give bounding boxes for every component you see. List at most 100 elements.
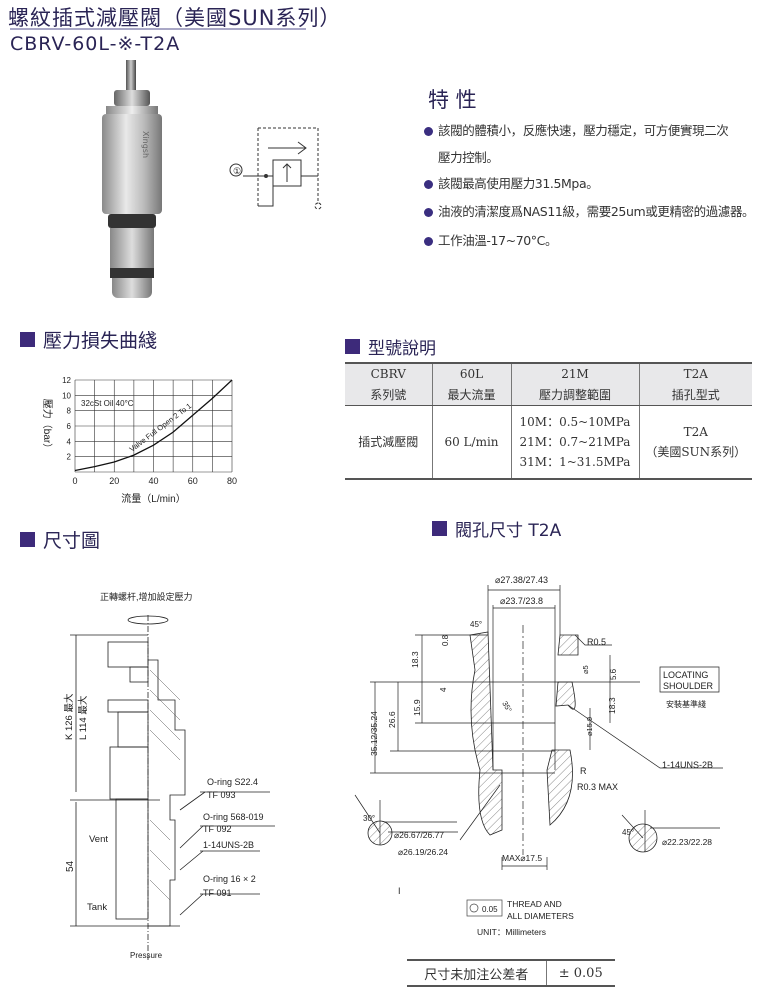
tolerance-label: 尺寸未加注公差者 [407,960,547,986]
dim-3512: 35.12/35.24 [369,711,379,756]
range-text: 10M：0.5~10MPa [519,414,631,429]
dim-r03: R0.3 MAX [577,782,618,792]
x-tick-label: 0 [72,476,77,486]
unit-note: UNIT：Millimeters [477,927,546,937]
dim-r: R [580,766,587,776]
tolerance-table: 尺寸未加注公差者 ± 0.05 [407,959,615,987]
section-heading-curve: 壓力損失曲綫 [20,326,157,353]
bullet-icon [424,207,433,217]
heading-text: 壓力損失曲綫 [43,330,158,352]
dim-d2619: ⌀26.19/26.24 [398,847,448,857]
tolerance-value: ± 0.05 [558,965,603,981]
locating-label: SHOULDER [663,681,714,691]
y-tick-label: 8 [67,407,72,416]
y-tick-label: 2 [67,453,72,462]
flow-cell: 60 L/min [431,405,511,479]
type-cell: 插式減壓閥 [358,435,419,450]
code-cell: T2A [638,363,752,384]
series-label: Valve Full Open 2 To 1 [128,401,193,453]
vent-label: Vent [89,834,108,845]
dim-angle45b: 45° [622,828,634,837]
cavity-text: T2A [683,424,708,439]
code-cell: 21M [510,363,639,384]
callout: O-ring 568-019 [203,812,264,822]
code-cell: 60L [431,363,511,384]
feature-item: 壓力控制。 [438,150,499,166]
cavity-text: （美國SUN系列） [645,444,747,459]
hydraulic-symbol: ① [229,127,322,210]
header-cell: 最大流量 [431,384,511,406]
dim-angle35: 35° [500,700,513,714]
dim-d1: ⌀27.38/27.43 [495,575,548,585]
dim-d5: ⌀5 [581,665,590,674]
product-photo: Xingsh [92,60,172,300]
dim-4: 4 [439,687,448,692]
y-tick-label: 6 [67,422,72,431]
l-dimension: L 114 最大 [77,695,89,740]
thread-note: ALL DIAMETERS [507,911,574,921]
range-cell: 10M：0.5~10MPa 21M：0.7~21MPa 31M：1~31.5MP… [510,405,639,479]
x-tick-label: 80 [227,476,237,486]
series-line [74,379,233,472]
bullet-icon [424,126,433,136]
feature-item: 該閥的體積小，反應快速，壓力穩定，可方便實現二次 [424,123,729,139]
brand-mark: Xingsh [141,130,151,159]
cavity-drawing: ⌀27.38/27.43 ⌀23.7/23.8 45° 0.8 R0.5 18.… [354,575,723,937]
valve-dimension-drawing: 正轉螺杆,增加設定壓力 K 126 最大 L 114 最大 54 Vent Ta… [63,591,275,960]
x-axis-label: 流量（L/min） [121,492,185,505]
feature-item: 油液的清潔度爲NAS11級，需要25um或更精密的過濾器。 [424,204,755,220]
section-heading-dimensions: 尺寸圖 [20,526,100,553]
table-row: 尺寸未加注公差者 ± 0.05 [407,960,615,986]
dim-d2667: ⌀26.67/26.77 [394,830,444,840]
detail-label: I [398,886,401,896]
pressure-label: Pressure [130,951,163,960]
features-heading: 特 性 [428,88,477,112]
heading-text: 閥孔尺寸 T2A [455,521,562,541]
section-heading-cavity: 閥孔尺寸 T2A [432,516,561,541]
model-spec-table: CBRV 60L 21M T2A 系列號 最大流量 壓力調整範圍 插孔型式 插式… [345,362,752,480]
section-heading-model: 型號說明 [345,334,436,359]
dim-183b: 18.3 [607,697,617,714]
cavity-cell: T2A （美國SUN系列） [638,405,752,479]
feature-text: 油液的清潔度爲NAS11級，需要25um或更精密的過濾器。 [438,204,755,219]
feature-item: 該閥最高使用壓力31.5Mpa。 [424,176,599,192]
feature-text: 該閥的體積小，反應快速，壓力穩定，可方便實現二次 [438,123,729,138]
code-cell: CBRV [345,363,432,384]
dim-angle30: 30° [363,814,375,823]
callout: O-ring 16 × 2 [203,874,256,884]
datum-label: 安裝基準綫 [666,699,706,709]
square-icon [432,521,447,536]
header-cell: 插孔型式 [638,384,752,406]
header-cell: 系列號 [345,384,432,406]
tank-label: Tank [87,902,107,913]
dim-159: 15.9 [412,699,422,716]
y-tick-label: 4 [67,437,72,446]
square-icon [345,339,360,354]
dim-266: 26.6 [387,711,397,728]
feature-text: 壓力控制。 [438,150,499,165]
dim-183a: 18.3 [410,651,420,668]
dim-r05: R0.5 [587,637,606,647]
x-tick-label: 40 [148,476,158,486]
dim-d159: ⌀15.9 [585,717,594,736]
thread-label: 1-14UNS-2B [662,760,713,770]
detail-circles [354,794,720,870]
chart-annotation: 32cSt Oil 40°C [81,399,134,408]
range-text: 21M：0.7~21MPa [519,434,631,449]
title-divider [10,28,306,30]
feature-text: 工作油溫-17~70°C。 [438,233,558,248]
square-icon [20,332,35,347]
k-dimension: K 126 最大 [63,693,75,740]
tolerance-value: 0.05 [482,905,498,914]
feature-item: 工作油溫-17~70°C。 [424,233,557,249]
x-tick-label: 20 [109,476,119,486]
header-cell: 壓力調整範圍 [510,384,639,406]
concentricity-icon [469,903,479,913]
bullet-icon [424,179,433,189]
table-row: CBRV 60L 21M T2A [345,363,752,384]
y-tick-label: 10 [62,391,71,400]
feature-text: 該閥最高使用壓力31.5Mpa。 [438,176,599,191]
dim-max: MAX⌀17.5 [502,853,542,863]
dim-angle45: 45° [470,620,482,629]
